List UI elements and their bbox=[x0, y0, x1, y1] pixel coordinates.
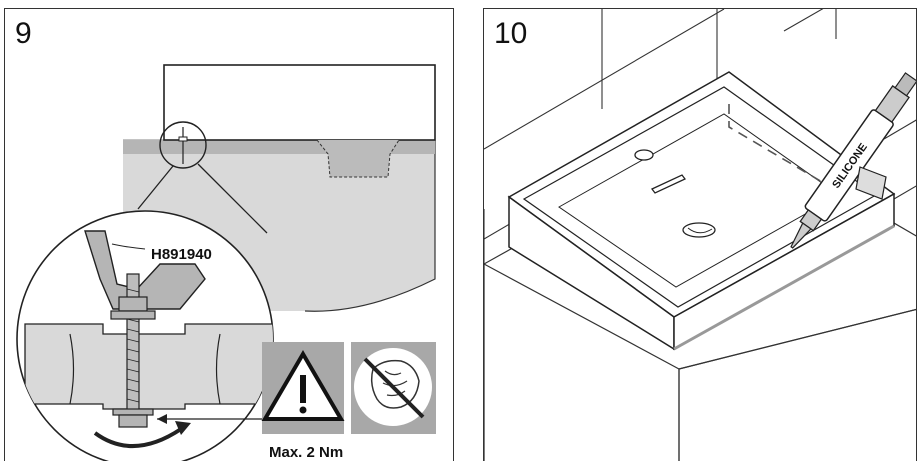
countertop-section bbox=[24, 323, 273, 410]
no-overtighten-icon bbox=[351, 342, 436, 434]
detail-circle-small bbox=[159, 121, 207, 169]
overflow-slot bbox=[650, 174, 687, 194]
step-10-panel: SILICONE 10 bbox=[483, 8, 917, 461]
basin bbox=[507, 71, 896, 351]
tighten-arrow-icon bbox=[93, 427, 183, 448]
step-number: 10 bbox=[494, 17, 528, 50]
step-number: 9 bbox=[15, 17, 32, 50]
step-9-illustration bbox=[16, 64, 436, 461]
drain-hidden bbox=[316, 139, 400, 178]
step-10-illustration: SILICONE bbox=[484, 9, 916, 461]
warning-icon bbox=[261, 342, 345, 434]
mounting-bracket bbox=[84, 230, 206, 310]
faucet-hole bbox=[634, 149, 654, 161]
torque-limit-label: Max. 2 Nm bbox=[269, 444, 344, 461]
basin-side-view bbox=[163, 64, 436, 141]
part-number-label: H891940 bbox=[151, 246, 212, 263]
step-9-panel: 9 H891940 Max. 2 Nm bbox=[4, 8, 454, 461]
drain bbox=[682, 222, 716, 238]
